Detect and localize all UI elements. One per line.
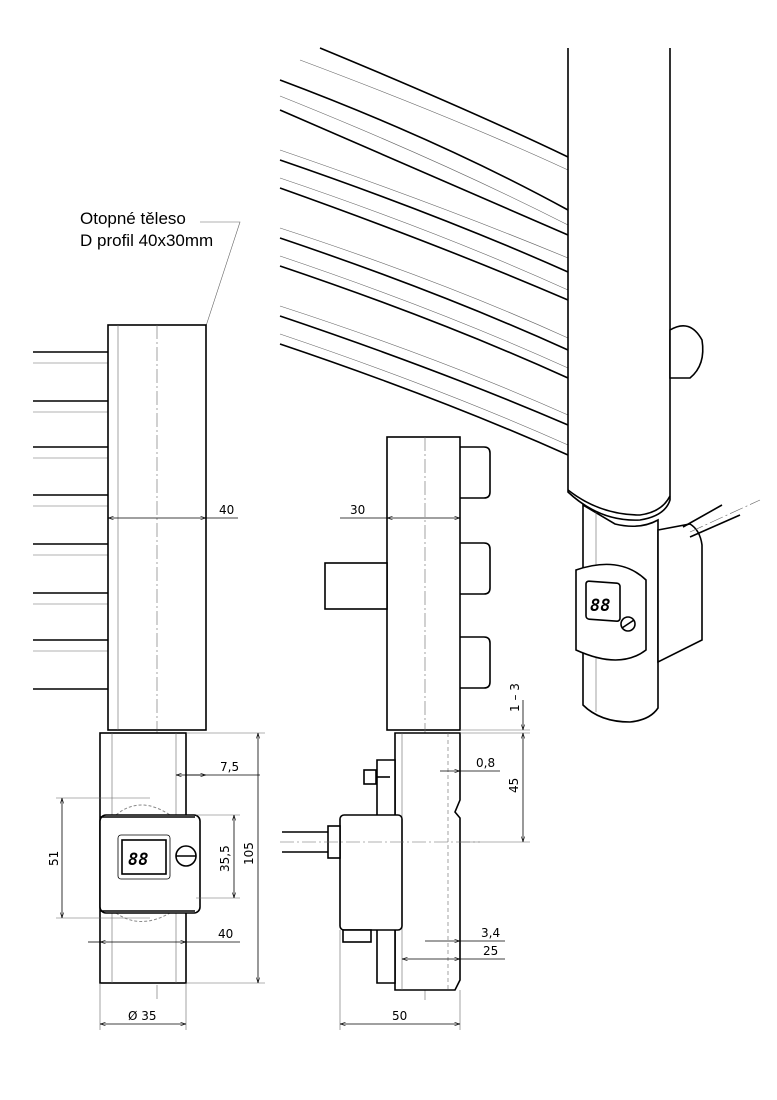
dim-total-105: 105	[242, 842, 256, 865]
dim-diameter: Ø 35	[128, 1009, 157, 1023]
iso-bracket	[669, 324, 704, 379]
dim-50: 50	[392, 1009, 407, 1023]
controller-foot	[342, 929, 372, 943]
iso-display-digits: 88	[590, 596, 610, 616]
iso-controller-box	[657, 523, 703, 664]
side-view: 30 1 – 3 0,8 45 3,4 25	[280, 436, 530, 1030]
label-line-1: Otopné těleso	[80, 209, 186, 228]
dim-insert-45: 45	[507, 778, 521, 793]
controller-band	[99, 814, 201, 914]
front-view: 40 88 105 7,5 35,5 51	[33, 324, 265, 1030]
wall-bracket	[324, 562, 388, 610]
dim-offset-7-5: 7,5	[220, 760, 239, 774]
iso-controller-ring	[575, 563, 647, 661]
side-tube	[386, 436, 461, 731]
dim-depth-30: 30	[350, 503, 365, 517]
rail-stub	[460, 446, 491, 499]
dim-width-40: 40	[218, 927, 233, 941]
display-digits: 88	[128, 850, 148, 870]
dim-gap-1-3: 1 – 3	[508, 683, 522, 712]
dim-height-35-5: 35,5	[218, 845, 232, 872]
radiator-rails	[33, 351, 108, 690]
dim-wall-0-8: 0,8	[476, 756, 495, 770]
display-bezel	[117, 834, 171, 880]
dim-tube-width: 40	[219, 503, 234, 517]
iso-display-window	[585, 580, 621, 622]
display-window	[121, 839, 167, 875]
side-insert	[394, 732, 461, 991]
side-knob	[363, 769, 377, 785]
isometric-view: 88	[279, 47, 761, 723]
iso-tube	[567, 48, 671, 521]
iso-control-knob	[620, 616, 636, 632]
dim-25: 25	[483, 944, 498, 958]
dim-height-51: 51	[47, 851, 61, 866]
dim-3-4: 3,4	[481, 926, 500, 940]
controller-box	[339, 814, 403, 931]
iso-rails	[279, 47, 569, 456]
label-line-2: D profil 40x30mm	[80, 231, 213, 250]
